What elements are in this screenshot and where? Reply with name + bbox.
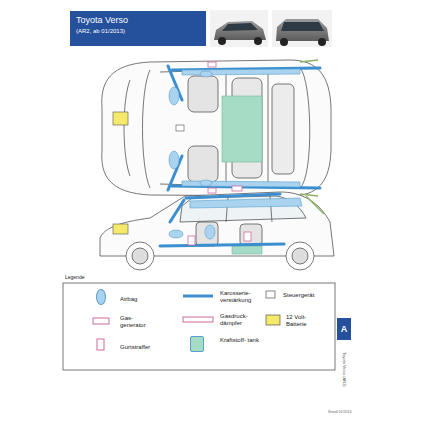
legend-text: Gasdruck- dämpfer — [220, 313, 260, 327]
tab-letter: A — [341, 324, 348, 334]
body-reinforcement — [168, 66, 320, 190]
legend-text: Gurtstraffer — [120, 344, 160, 351]
car-side-view — [100, 192, 334, 270]
fuel-tank-side — [232, 246, 262, 254]
airbags-top — [169, 69, 300, 187]
tab-marker: A — [337, 318, 351, 340]
legend-text: Kraftstoff- tank — [220, 337, 260, 344]
airbags-side — [169, 198, 302, 239]
car-photos — [210, 10, 332, 47]
legend-text: Steuergerät — [283, 292, 323, 299]
label-text: Legende — [65, 274, 84, 281]
legend-swatch — [190, 336, 204, 352]
legend-samples — [93, 291, 280, 350]
label-text: (AR2, ab 01/2013) — [76, 28, 125, 35]
legend-text: Gas- generator — [120, 315, 160, 329]
fuel-tank — [222, 96, 262, 162]
components-side — [113, 186, 324, 245]
legend-text: Karosserie- verstärkung — [220, 290, 260, 304]
car-top-view — [102, 60, 331, 196]
title-text: Toyota Verso — [76, 15, 128, 26]
title-band — [70, 11, 206, 46]
label-text: Stand 01/2013 — [328, 409, 351, 416]
components-top — [113, 60, 318, 196]
legend-text: Airbag — [120, 296, 160, 303]
legend-swatch — [96, 289, 106, 305]
legend-frame — [63, 283, 335, 370]
label-text: Toyota Verso (AR2) — [341, 352, 348, 387]
legend-text: 12 Volt- Batterie — [286, 314, 326, 328]
